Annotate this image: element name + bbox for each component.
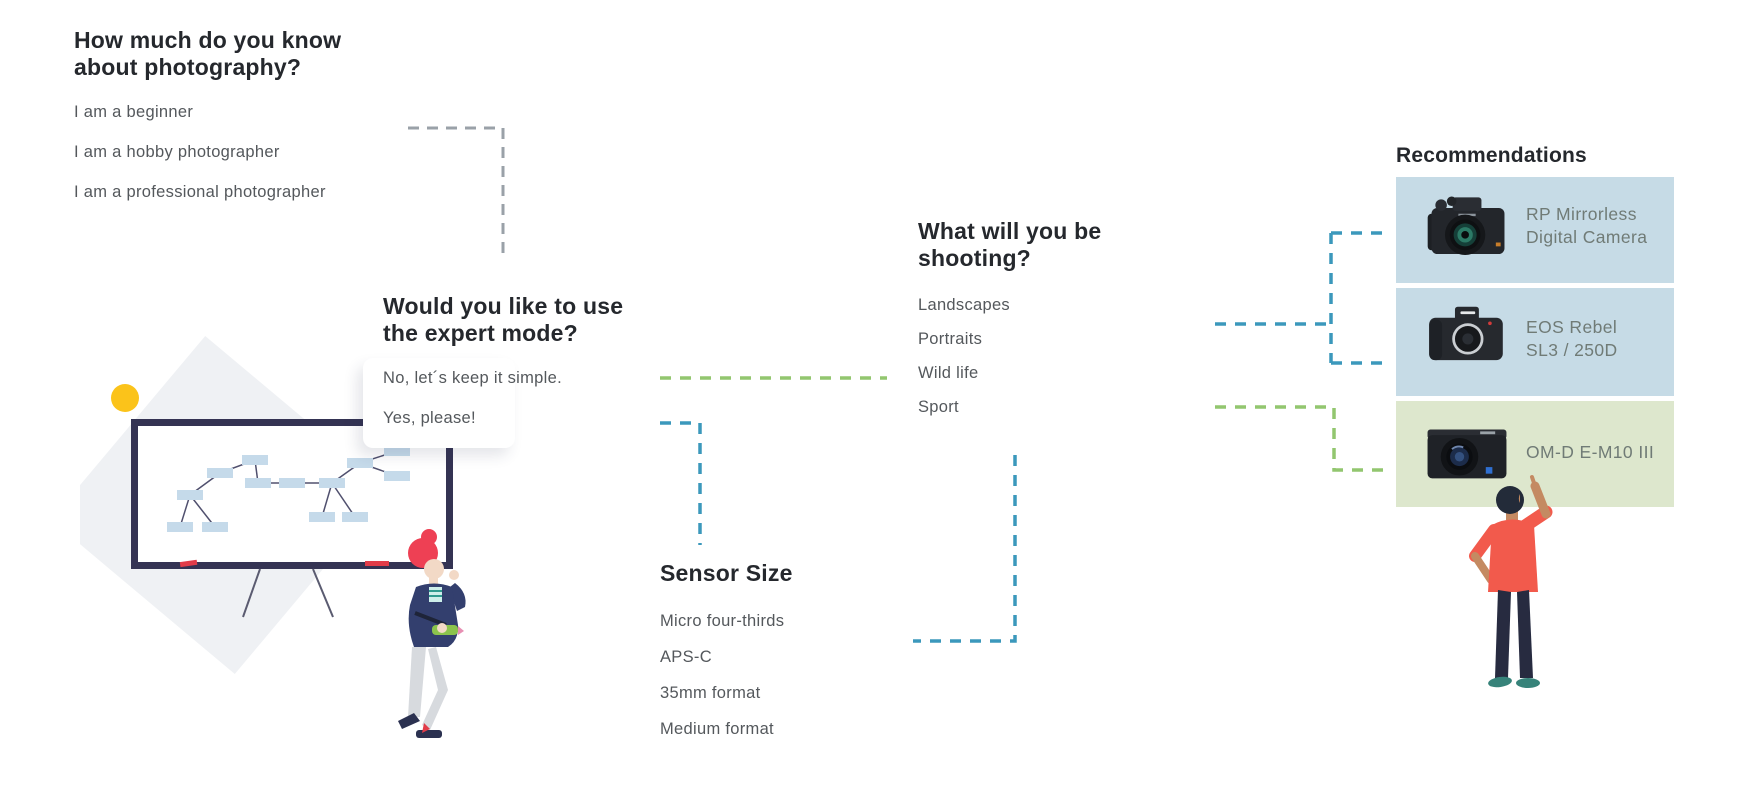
option-keep-it-simple[interactable]: No, let´s keep it simple.: [383, 369, 562, 387]
connector-expert-mode-to-sensor-size: [660, 421, 702, 545]
question-sensor-size-options: Micro four-thirds APS-C 35mm format Medi…: [660, 612, 920, 739]
connector-shooting-to-cards: [1215, 231, 1388, 365]
option-medium-format[interactable]: Medium format: [660, 720, 774, 738]
connector-shooting-to-sensor-size: [913, 455, 1017, 643]
question-knowledge-title: How much do you know about photography?: [74, 27, 342, 80]
recommendation-name: OM-D E-M10 III: [1526, 441, 1654, 464]
dslr-camera-body-photo: [1429, 306, 1503, 361]
yellow-dot-shape: [111, 384, 139, 412]
connector-sensor-size-to-card: [1215, 405, 1390, 472]
option-wild-life[interactable]: Wild life: [918, 364, 979, 382]
red-haired-presenter: [398, 529, 466, 738]
option-landscapes[interactable]: Landscapes: [918, 296, 1010, 314]
option-yes-please[interactable]: Yes, please!: [383, 409, 476, 427]
connector-knowledge-to-expert-mode: [408, 126, 505, 253]
question-knowledge-options: I am a beginner I am a hobby photographe…: [74, 103, 374, 202]
answer-bubble: [363, 358, 515, 448]
recommendation-name-line: OM-D E-M10 III: [1526, 442, 1655, 462]
question-knowledge: How much do you know about photography? …: [74, 27, 374, 223]
man-pointing-illustration: [1469, 475, 1553, 688]
question-shooting-title: What will you be shooting?: [918, 218, 1102, 271]
recommendations-panel: Recommendations RP Mirrorless Digital Ca…: [1396, 144, 1674, 524]
option-aps-c[interactable]: APS-C: [660, 648, 712, 666]
option-micro-four-thirds[interactable]: Micro four-thirds: [660, 612, 785, 630]
question-expert-mode-title: Would you like to use the expert mode?: [383, 293, 624, 346]
option-35mm-format[interactable]: 35mm format: [660, 684, 761, 702]
question-expert-mode-options: No, let´s keep it simple. Yes, please!: [383, 369, 643, 428]
bridge-camera-photo: [1427, 196, 1505, 255]
option-portraits[interactable]: Portraits: [918, 330, 983, 348]
question-expert-mode: Would you like to use the expert mode? N…: [383, 293, 643, 449]
recommendation-name-line: EOS Rebel: [1526, 317, 1618, 337]
whiteboard-decision-tree-illustration: [80, 335, 466, 738]
recommendation-name-line: RP Mirrorless: [1526, 204, 1637, 224]
question-shooting-options: Landscapes Portraits Wild life Sport: [918, 296, 1138, 417]
red-marker-shape: [179, 559, 198, 568]
recommendation-name: EOS Rebel SL3 / 250D: [1526, 316, 1618, 362]
option-professional-photographer[interactable]: I am a professional photographer: [74, 183, 326, 201]
question-sensor-size-title: Sensor Size: [660, 560, 793, 586]
option-beginner[interactable]: I am a beginner: [74, 103, 194, 121]
easel-legs: [242, 568, 334, 618]
recommendation-card-rp-mirrorless[interactable]: RP Mirrorless Digital Camera: [1396, 177, 1674, 283]
recommendations-title: Recommendations: [1396, 144, 1587, 167]
tree-nodes: [167, 446, 410, 532]
compact-camera-photo: [1427, 429, 1507, 479]
question-sensor-size: Sensor Size Micro four-thirds APS-C 35mm…: [660, 560, 920, 756]
option-hobby-photographer[interactable]: I am a hobby photographer: [74, 143, 280, 161]
red-marker-shape: [365, 561, 389, 566]
recommendation-card-eos-rebel[interactable]: EOS Rebel SL3 / 250D: [1396, 288, 1674, 396]
recommendation-name: RP Mirrorless Digital Camera: [1526, 203, 1647, 249]
recommendation-name-line: Digital Camera: [1526, 227, 1648, 247]
recommendation-name-line: SL3 / 250D: [1526, 340, 1618, 360]
question-shooting: What will you be shooting? Landscapes Po…: [918, 218, 1138, 432]
option-sport[interactable]: Sport: [918, 398, 959, 416]
